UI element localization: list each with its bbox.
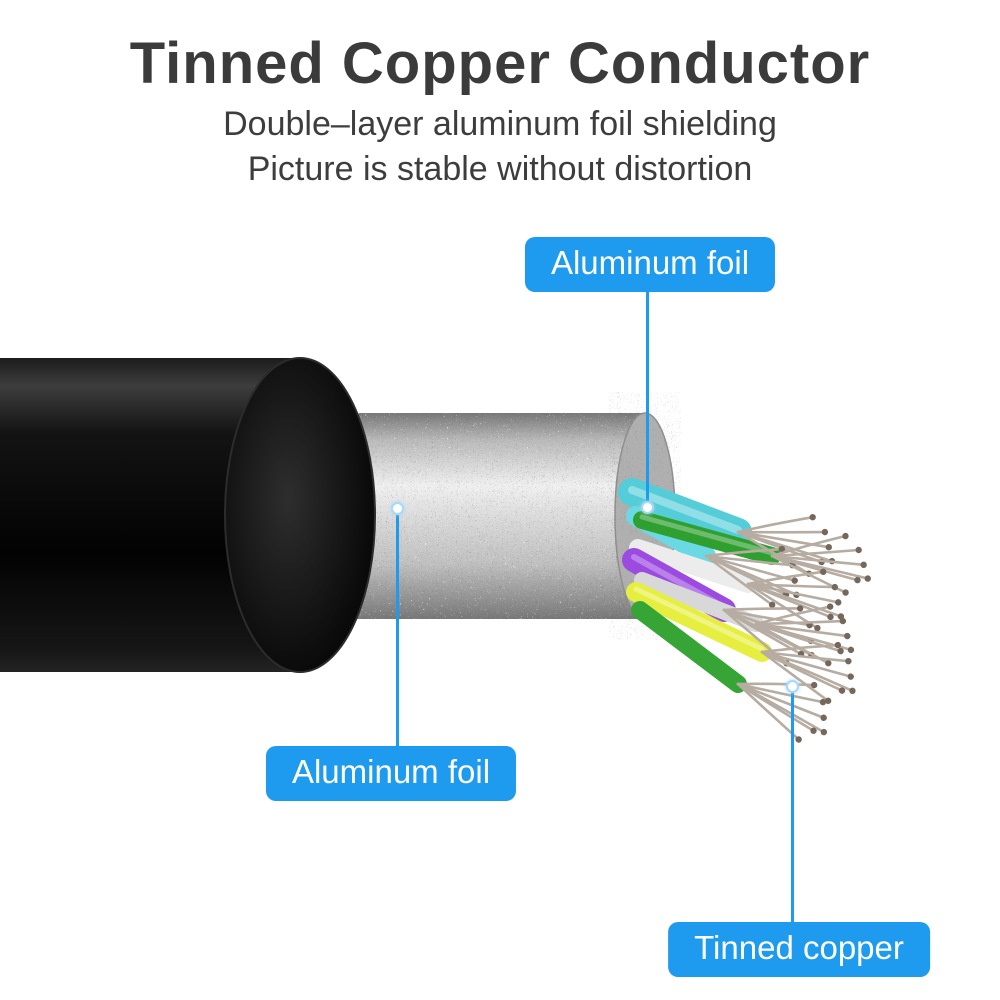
subtitle: Double–layer aluminum foil shielding Pic… xyxy=(0,102,1000,192)
callout-tinned-copper: Tinned copper xyxy=(668,922,930,977)
page-title: Tinned Copper Conductor xyxy=(129,31,871,96)
anchor-dot-bottom xyxy=(786,680,799,693)
callout-aluminum-foil-left: Aluminum foil xyxy=(265,746,517,801)
subtitle-line-2: Picture is stable without distortion xyxy=(247,149,753,188)
leader-line-left xyxy=(396,515,399,746)
leader-line-bottom xyxy=(791,692,794,922)
leader-line-top xyxy=(646,283,649,505)
callout-label: Aluminum foil xyxy=(550,244,750,281)
callout-label: Tinned copper xyxy=(694,929,904,966)
subtitle-line-1: Double–layer aluminum foil shielding xyxy=(223,105,777,143)
callout-label: Aluminum foil xyxy=(291,753,491,790)
anchor-dot-left xyxy=(391,502,404,515)
cable-jacket xyxy=(0,357,376,673)
anchor-dot-top xyxy=(641,501,654,514)
wire-bundle xyxy=(618,478,781,693)
callout-aluminum-foil-top: Aluminum foil xyxy=(524,237,776,292)
